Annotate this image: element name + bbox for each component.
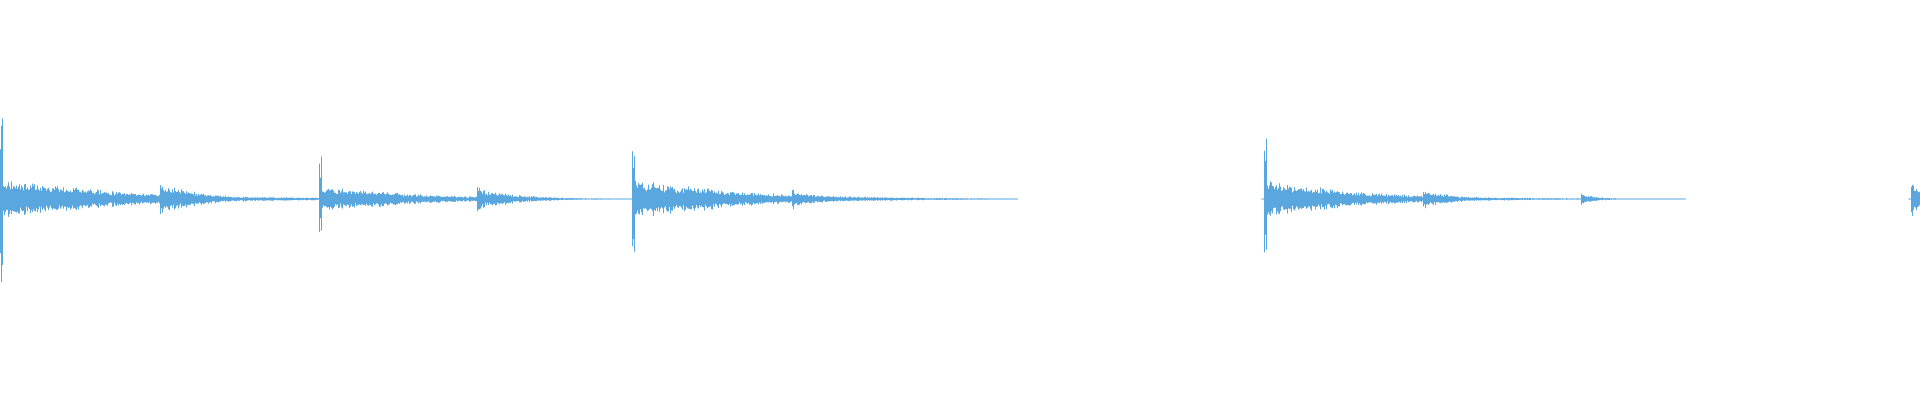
waveform-envelope [0, 118, 1920, 283]
silence-gap [1017, 197, 1262, 201]
silence-gap [1685, 197, 1909, 201]
